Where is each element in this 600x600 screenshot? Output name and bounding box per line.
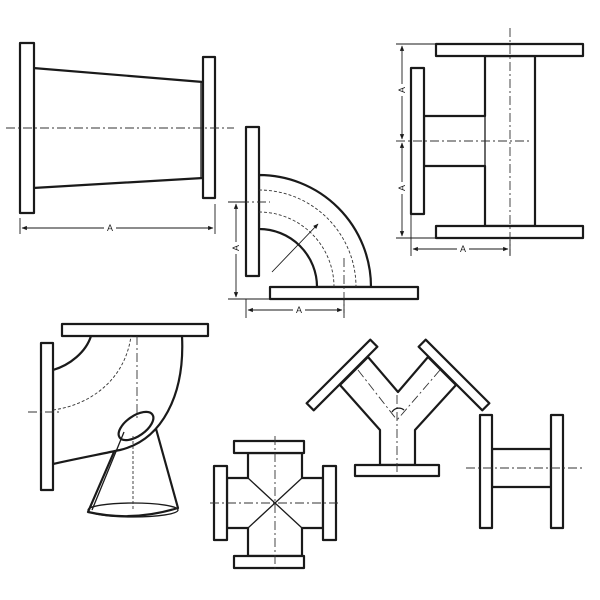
elbow-large-side-flange — [39, 341, 55, 492]
cross-fitting — [210, 436, 340, 572]
spool-fitting — [466, 413, 582, 530]
elbow-with-cone-fitting — [28, 322, 210, 518]
cone-opening-ellipse — [117, 410, 155, 442]
tee-bottom-dimension-label: A — [460, 244, 466, 254]
reducer-fitting: A — [6, 41, 234, 234]
wye-right-flange — [417, 338, 491, 412]
spool-left-flange — [478, 413, 494, 530]
wye-fitting — [305, 338, 491, 478]
wye-left-flange — [305, 338, 379, 412]
reducer-dimension-label: A — [107, 223, 113, 233]
wye-body — [338, 355, 458, 467]
tee-fitting: A A A — [396, 28, 585, 256]
elbow-fitting: A A — [228, 125, 420, 318]
elbow-horizontal-dimension-label: A — [296, 305, 302, 315]
cross-top-flange — [232, 439, 306, 455]
tee-lower-dimension-label: A — [397, 185, 407, 191]
elbow-vertical-dimension-label: A — [231, 245, 241, 251]
elbow-radius-arrow — [271, 223, 319, 273]
tee-upper-dimension-label: A — [397, 87, 407, 93]
elbow-inner-dashed — [258, 189, 357, 288]
elbow-body — [257, 173, 373, 289]
spool-right-flange — [549, 413, 565, 530]
cross-bottom-flange — [232, 554, 306, 570]
tee-bottom-flange — [434, 224, 585, 240]
elbow-large-top-flange — [60, 322, 210, 338]
elbow-vertical-flange — [244, 125, 261, 278]
reducer-right-flange — [201, 55, 217, 200]
elbow-large-body — [51, 334, 184, 466]
tee-top-flange — [434, 42, 585, 58]
